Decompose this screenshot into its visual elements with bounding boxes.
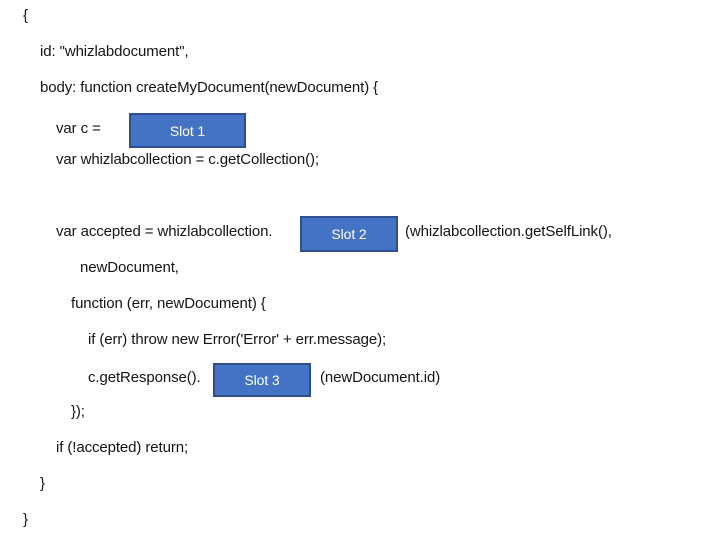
code-line: { xyxy=(23,7,28,24)
slot-placeholder-2-label: Slot 2 xyxy=(331,226,367,242)
code-line: function (err, newDocument) { xyxy=(71,295,266,312)
code-line: if (!accepted) return; xyxy=(56,439,189,456)
code-line: body: function createMyDocument(newDocum… xyxy=(40,79,379,96)
slot-placeholder-1[interactable]: Slot 1 xyxy=(129,113,246,148)
code-line: c.getResponse(). xyxy=(88,369,201,386)
code-line: (newDocument.id) xyxy=(320,369,441,386)
slot-placeholder-2[interactable]: Slot 2 xyxy=(300,216,398,252)
code-line: } xyxy=(23,511,28,528)
slot-placeholder-3-label: Slot 3 xyxy=(244,372,280,388)
code-line: newDocument, xyxy=(80,259,179,276)
code-line: var whizlabcollection = c.getCollection(… xyxy=(56,151,320,168)
code-line: (whizlabcollection.getSelfLink(), xyxy=(405,223,612,240)
code-line: id: "whizlabdocument", xyxy=(40,43,189,60)
code-line: if (err) throw new Error('Error' + err.m… xyxy=(88,331,387,348)
slot-placeholder-3[interactable]: Slot 3 xyxy=(213,363,311,397)
slot-placeholder-1-label: Slot 1 xyxy=(169,122,206,139)
code-line: }); xyxy=(71,403,85,420)
code-line: } xyxy=(40,475,45,492)
code-line: var c = xyxy=(56,120,101,137)
code-line: var accepted = whizlabcollection. xyxy=(56,223,273,240)
